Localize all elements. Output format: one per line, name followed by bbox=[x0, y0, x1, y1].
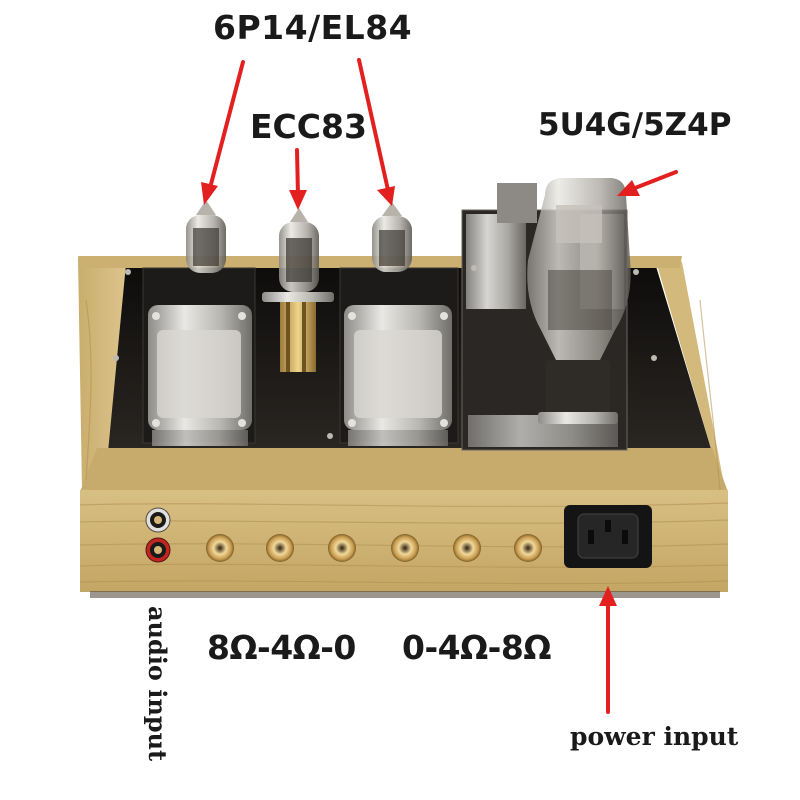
preamp-tube-label: ECC83 bbox=[250, 107, 367, 146]
plate-screws bbox=[113, 265, 657, 439]
speaker-terminal bbox=[266, 534, 294, 562]
speaker-terminals bbox=[206, 534, 542, 562]
arrow-to-ecc83 bbox=[295, 148, 300, 198]
arrow-to-rectifier bbox=[633, 170, 678, 190]
5u4g-rectifier-tube bbox=[527, 178, 631, 424]
rectifier-tube-label: 5U4G/5Z4P bbox=[538, 107, 732, 143]
speaker-terminal bbox=[391, 534, 419, 562]
wood-frame-front-lip bbox=[80, 448, 728, 492]
right-impedance-label: 0-4Ω-8Ω bbox=[402, 628, 551, 667]
speaker-terminal bbox=[328, 534, 356, 562]
wood-frame-left bbox=[78, 258, 126, 488]
arrow-to-el84-left bbox=[208, 60, 245, 190]
power-input-label: power input bbox=[570, 722, 739, 751]
wood-frame-right bbox=[655, 258, 726, 495]
el84-tube-left bbox=[186, 200, 226, 273]
rca-input-top bbox=[145, 507, 171, 533]
output-transformer-right bbox=[339, 267, 459, 446]
left-impedance-label: 8Ω-4Ω-0 bbox=[207, 628, 356, 667]
audio-input-label: audio input bbox=[143, 606, 172, 762]
speaker-terminal bbox=[514, 534, 542, 562]
arrowheads bbox=[201, 180, 640, 606]
power-tube-label: 6P14/EL84 bbox=[213, 8, 413, 47]
output-transformer-left bbox=[142, 267, 256, 446]
iec-power-socket bbox=[564, 505, 652, 568]
arrow-to-el84-right bbox=[357, 58, 390, 192]
speaker-terminal bbox=[453, 534, 481, 562]
rca-input-bottom bbox=[145, 537, 171, 563]
arrows bbox=[208, 58, 678, 714]
el84-tube-right bbox=[372, 202, 412, 272]
speaker-terminal bbox=[206, 534, 234, 562]
ecc83-tube bbox=[262, 208, 334, 372]
